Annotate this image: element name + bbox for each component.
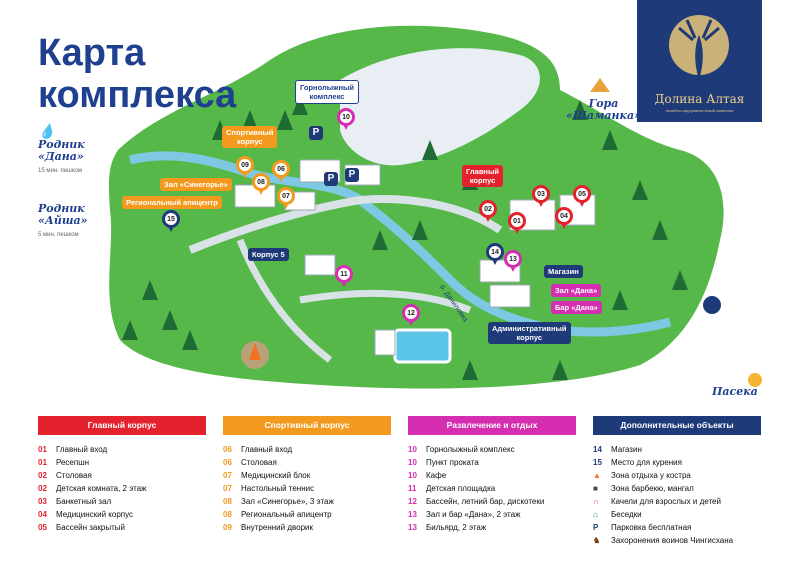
logo-subtitle: лечебно-оздоровительный комплекс — [665, 108, 734, 113]
logo: Долина Алтая лечебно-оздоровительный ком… — [637, 0, 762, 122]
pin-14[interactable]: 14 — [486, 243, 504, 265]
shop-label[interactable]: Магазин — [544, 265, 583, 278]
list-item: ♞Захоронения воинов Чингисхана — [593, 536, 734, 545]
gora-shamanka-label: Гора «Шаманка» — [566, 97, 642, 122]
parking-icon[interactable]: P — [309, 126, 323, 140]
list-item: ▲Зона отдыха у костра — [593, 471, 691, 480]
page-title: Карта комплекса — [38, 32, 236, 116]
pin-13[interactable]: 13 — [504, 250, 522, 272]
swing-icon: ∩ — [593, 497, 599, 506]
pin-11[interactable]: 11 — [335, 265, 353, 287]
horseman-icon — [703, 296, 721, 314]
droplet-icon: 💧 — [38, 124, 56, 140]
grill-icon: ■ — [593, 484, 598, 493]
korpus5-label[interactable]: Корпус 5 — [248, 248, 289, 261]
deer-logo-icon — [669, 15, 729, 80]
legend-header: Развлечение и отдых — [408, 416, 576, 435]
title-line-1: Карта — [38, 32, 146, 74]
legend-header: Спортивный корпус — [223, 416, 391, 435]
ski-slope — [340, 48, 540, 166]
pin-09[interactable]: 09 — [236, 156, 254, 178]
pin-01[interactable]: 01 — [508, 212, 526, 234]
legend-header: Дополнительные объекты — [593, 416, 761, 435]
title-line-2: комплекса — [38, 74, 237, 116]
road-lower — [299, 289, 472, 314]
legend-header: Главный корпус — [38, 416, 206, 435]
paseka-label: Пасека — [712, 385, 758, 398]
map-ground — [108, 25, 724, 389]
road-main — [188, 195, 503, 254]
pool — [393, 328, 452, 364]
campfire-icon — [241, 341, 269, 369]
pin-12[interactable]: 12 — [402, 304, 420, 326]
pin-07[interactable]: 07 — [277, 187, 295, 209]
rodnik-dana-label: 💧 Родник «Дана» 15 мин. пешком — [38, 124, 85, 174]
zal-dana-label[interactable]: Зал «Дана» — [551, 284, 602, 297]
pin-03[interactable]: 03 — [532, 185, 550, 207]
parking-icon[interactable]: P — [345, 168, 359, 182]
pin-04[interactable]: 04 — [555, 207, 573, 229]
sinegorie-label[interactable]: Зал «Синегорье» — [160, 178, 232, 191]
pin-02[interactable]: 02 — [479, 200, 497, 222]
list-item: ⌂Беседки — [593, 510, 642, 519]
honeycomb-icon — [748, 373, 762, 387]
parking-icon: P — [593, 523, 599, 532]
pin-05[interactable]: 05 — [573, 185, 591, 207]
mountain-icon — [590, 78, 610, 92]
logo-name: Долина Алтая — [654, 92, 745, 106]
apicentr-label[interactable]: Региональный апицентр — [122, 196, 222, 209]
parking-icon[interactable]: P — [324, 172, 338, 186]
list-item: ∩Качели для взрослых и детей — [593, 497, 721, 506]
gazebo-icon: ⌂ — [593, 510, 598, 519]
road-loop — [236, 238, 333, 363]
pin-06[interactable]: 06 — [272, 160, 290, 182]
campfire-icon: ▲ — [593, 471, 601, 480]
bar-dana-label[interactable]: Бар «Дана» — [551, 301, 602, 314]
list-item: ■Зона барбекю, мангал — [593, 484, 694, 493]
rodnik-aisha-label: Родник «Айша» 5 мин. пешком — [38, 202, 88, 239]
pin-10[interactable]: 10 — [337, 108, 355, 130]
pin-15[interactable]: 15 — [162, 210, 180, 232]
pin-08[interactable]: 08 — [252, 173, 270, 195]
horseman-icon: ♞ — [593, 536, 601, 545]
